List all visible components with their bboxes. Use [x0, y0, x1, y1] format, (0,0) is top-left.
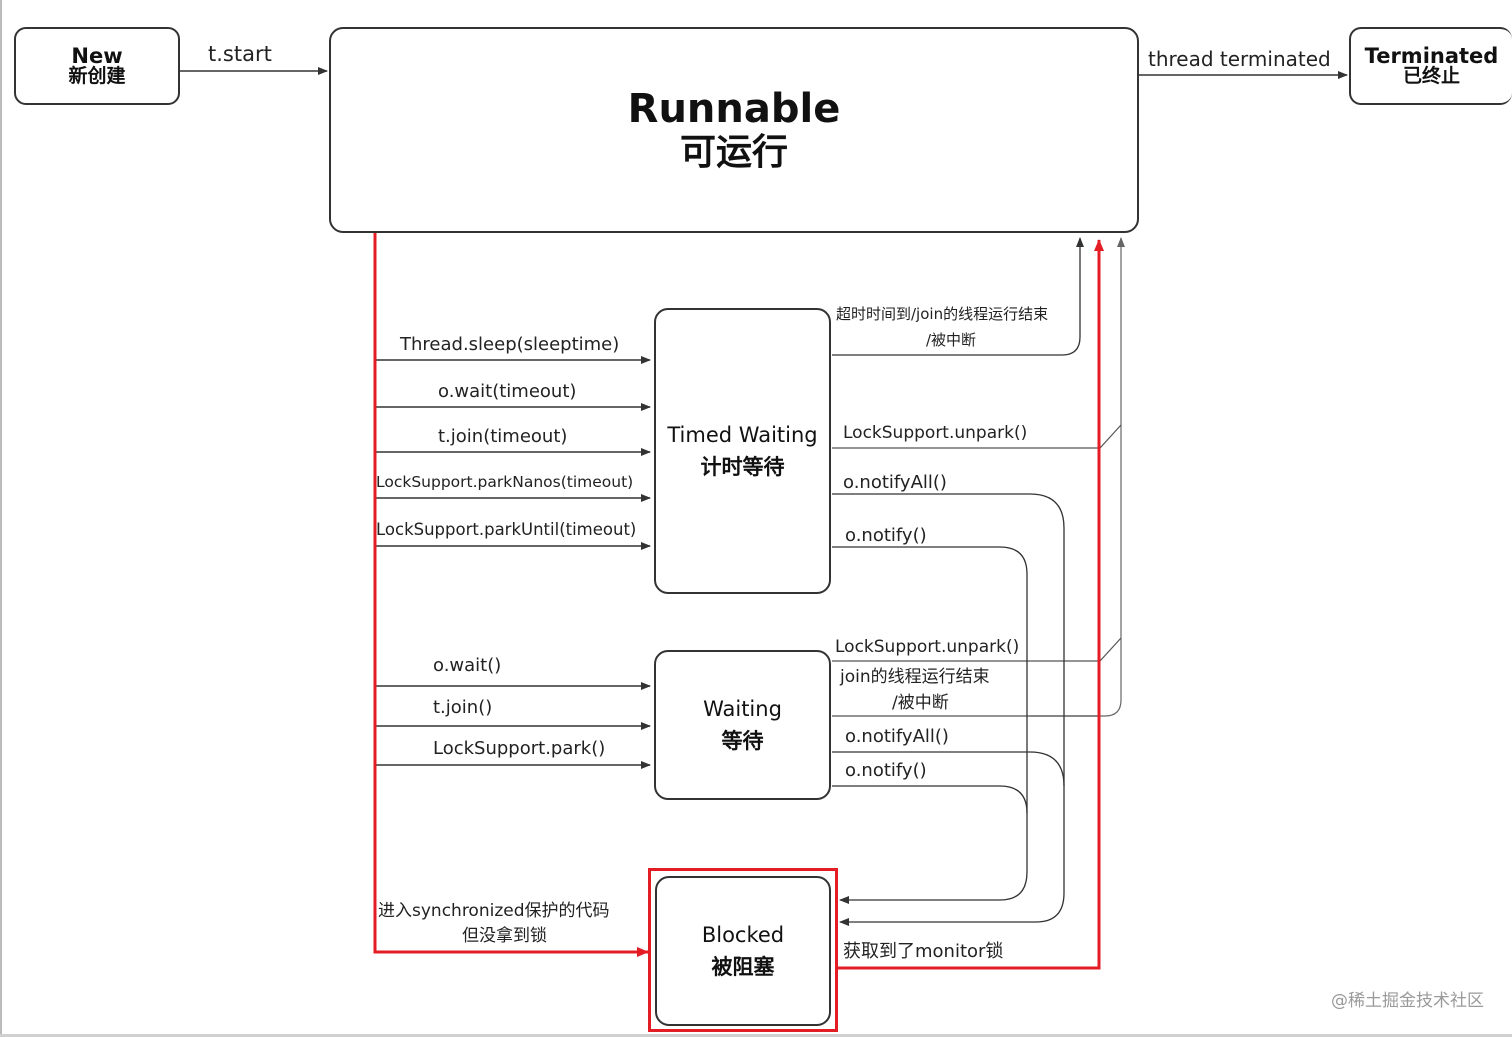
label-join-timeout: t.join(timeout): [438, 426, 568, 447]
state-blocked-en: Blocked: [701, 922, 785, 947]
label-notifyall-waiting: o.notifyAll(): [845, 726, 949, 747]
arrow-grey-return: [1030, 238, 1121, 717]
label-acquire-monitor: 获取到了monitor锁: [843, 941, 1004, 962]
arrow-notifyall-waiting: [832, 751, 1065, 787]
state-terminated-zh: 已终止: [1402, 65, 1460, 88]
label-timeout-line1: 超时时间到/join的线程运行结束: [836, 305, 1049, 323]
state-waiting: Waiting 等待: [654, 650, 831, 800]
label-start: t.start: [208, 42, 272, 66]
bottom-border: [0, 1034, 1512, 1037]
label-unpark-waiting: LockSupport.unpark(): [835, 637, 1020, 657]
state-runnable-zh: 可运行: [679, 132, 788, 174]
label-wait-timeout: o.wait(timeout): [438, 381, 577, 402]
label-enter-sync-line2: 但没拿到锁: [462, 926, 547, 946]
watermark: @稀土掘金技术社区: [1331, 991, 1484, 1011]
label-thread-terminated: thread terminated: [1148, 47, 1331, 71]
arrow-acquire-monitor: [838, 239, 1104, 970]
state-terminated-en: Terminated: [1364, 44, 1499, 68]
blocked-highlight: [648, 868, 838, 1032]
state-runnable-en: Runnable: [627, 86, 841, 133]
state-new: New 新创建: [14, 27, 180, 105]
state-waiting-zh: 等待: [721, 729, 764, 753]
label-notify-waiting: o.notify(): [845, 760, 927, 781]
state-new-zh: 新创建: [68, 65, 126, 88]
label-wait: o.wait(): [433, 655, 502, 676]
arrow-enter-synchronized: [373, 233, 649, 957]
state-timed-waiting-zh: 计时等待: [700, 455, 785, 479]
label-notifyall-timed: o.notifyAll(): [843, 472, 947, 493]
label-join: t.join(): [433, 697, 493, 718]
state-blocked: Blocked 被阻塞: [655, 876, 831, 1026]
arrow-notifyall-timed: [832, 493, 1065, 926]
state-blocked-zh: 被阻塞: [711, 955, 775, 979]
state-timed-waiting-en: Timed Waiting: [667, 422, 818, 447]
arrow-notify-waiting: [832, 785, 1028, 814]
arrow-timeout-return: [832, 237, 1084, 356]
arrow-notify-timed: [832, 546, 1028, 904]
label-park: LockSupport.park(): [433, 738, 606, 759]
label-join-end-line2: /被中断: [892, 693, 949, 713]
label-join-end-line1: join的线程运行结束: [840, 667, 990, 687]
label-park-nanos: LockSupport.parkNanos(timeout): [376, 473, 634, 491]
label-sleep: Thread.sleep(sleeptime): [400, 334, 620, 355]
state-runnable: Runnable 可运行: [329, 27, 1139, 233]
label-timeout-line2: /被中断: [926, 331, 977, 349]
state-new-en: New: [71, 44, 123, 68]
left-border: [0, 0, 2, 1037]
label-notify-timed: o.notify(): [845, 525, 927, 546]
label-unpark-timed: LockSupport.unpark(): [843, 423, 1028, 443]
label-enter-sync-line1: 进入synchronized保护的代码: [378, 901, 610, 921]
state-timed-waiting: Timed Waiting 计时等待: [654, 308, 831, 594]
state-waiting-en: Waiting: [703, 696, 782, 721]
label-park-until: LockSupport.parkUntil(timeout): [376, 520, 637, 539]
state-terminated: Terminated 已终止: [1349, 27, 1512, 105]
